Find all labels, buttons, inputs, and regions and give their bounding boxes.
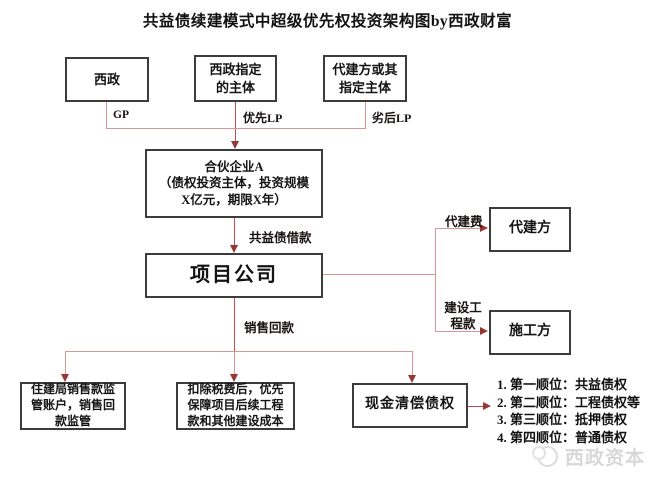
arrowhead-into-partnership [231, 141, 239, 149]
connector-right-trunk [435, 228, 436, 332]
connector-bottom-branch [65, 351, 413, 352]
priority-list-item-2: 2. 第二顺位：工程债权等 [497, 394, 641, 410]
xizheng-capital-logo-icon [532, 446, 558, 467]
connector-to-priority [234, 351, 235, 376]
connector-to-agent [435, 228, 482, 229]
diagram-title: 共益债续建模式中超级优先权投资架构图by西政财富 [142, 13, 513, 30]
priority-order-list: 1. 第一顺位：共益债权 2. 第二顺位：工程债权等 3. 第三顺位：抵押债权 … [497, 376, 640, 446]
node-priority-guarantee: 扣除税费后，优先 保障项目后续工程 款和其他建设成本 [176, 382, 295, 430]
connector-to-contractor [435, 331, 482, 332]
node-agent-or-designee: 代建方或其 指定主体 [323, 55, 407, 102]
priority-list-item-3: 3. 第三顺位：抵押债权 [497, 412, 628, 427]
connector-cash-to-list [468, 406, 484, 407]
watermark-text: 西政资本 [565, 448, 646, 469]
arrowhead-into-contractor [480, 327, 488, 335]
node-cash-repayment: 现金清偿债权 [352, 383, 468, 428]
edge-label-senior-lp: 优先LP [243, 111, 283, 125]
connector-to-regulator [65, 351, 66, 376]
arrowhead-into-priority-list [483, 402, 491, 410]
connector-junior-lp-line [365, 102, 366, 128]
connector-lp-junction-line [106, 128, 366, 129]
node-partnership: 合伙企业A （债权投资主体，投资规模 X亿元，期限X年） [145, 149, 323, 218]
node-project-company: 项目公司 [145, 253, 323, 298]
node-designated-entity: 西政指定 的主体 [194, 55, 277, 102]
edge-label-sales-proceeds: 销售回款 [244, 321, 295, 335]
connector-to-cash-repayment [412, 351, 413, 377]
arrowhead-into-cash-repayment [408, 375, 416, 383]
edge-label-junior-lp: 劣后LP [372, 111, 412, 125]
node-agent: 代建方 [489, 207, 571, 252]
arrowhead-into-priority [230, 374, 238, 382]
edge-label-gp: GP [113, 109, 129, 121]
connector-sales-line [234, 298, 235, 351]
connector-senior-lp-line [235, 102, 236, 143]
edge-label-construction-payment: 建设工 程款 [444, 301, 482, 331]
priority-list-item-1: 1. 第一顺位：共益债权 [497, 377, 628, 392]
connector-project-to-trunk [323, 274, 435, 275]
node-xizheng: 西政 [65, 57, 149, 102]
node-regulator-account: 住建局销售款监 管账户，销售回 款监管 [20, 382, 126, 430]
arrowhead-into-agent [480, 224, 488, 232]
node-contractor: 施工方 [489, 310, 571, 355]
priority-list-item-4: 4. 第四顺位：普通债权 [497, 429, 628, 445]
connector-gp-line [106, 102, 107, 128]
xizheng-capital-watermark: 西政资本 [532, 443, 646, 470]
connector-loan-line [234, 218, 235, 246]
edge-label-common-benefit-loan: 共益债借款 [249, 231, 312, 245]
arrowhead-into-regulator [61, 374, 69, 382]
edge-label-agent-fee: 代建费 [445, 215, 483, 229]
arrowhead-into-project-company [230, 245, 238, 253]
